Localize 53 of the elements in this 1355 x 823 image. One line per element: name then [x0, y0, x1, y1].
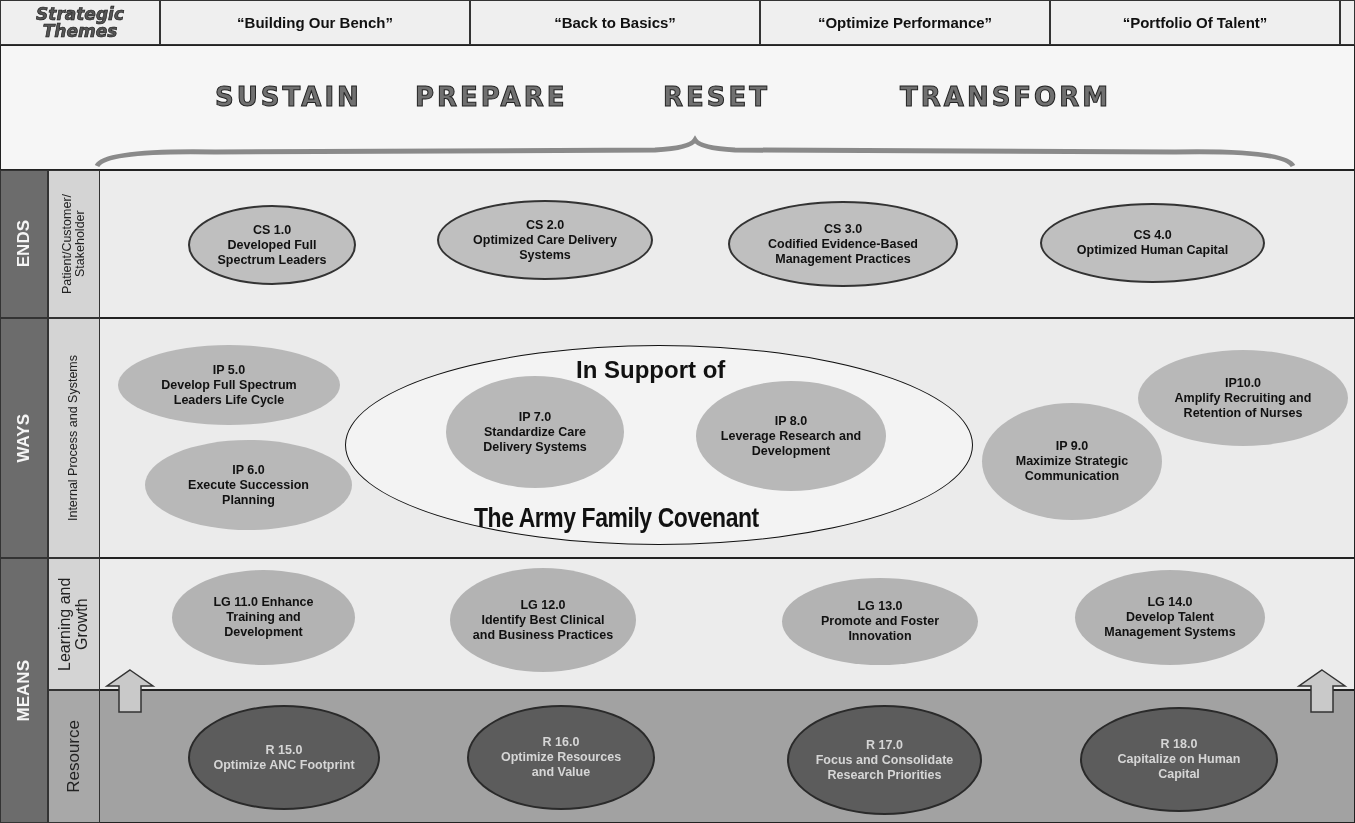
- objective-text: Execute Succession Planning: [187, 477, 310, 508]
- row-label: ENDS: [15, 220, 33, 268]
- objective-code: CS 2.0: [525, 217, 565, 233]
- phase-word: SUSTAIN: [215, 82, 362, 112]
- covenant-title: The Army Family Covenant: [474, 503, 759, 534]
- objective-code: R 18.0: [1160, 737, 1198, 752]
- objective-code: LG 13.0: [857, 599, 903, 614]
- objective-text: Capitalize on Human Capital: [1116, 752, 1242, 782]
- row-label: Internal Process and Systems: [67, 354, 81, 521]
- objective-code: IP10.0: [1224, 375, 1262, 391]
- objective-code: LG 12.0: [520, 597, 566, 613]
- row-label: MEANS: [15, 659, 33, 722]
- objective-code: R 17.0: [866, 737, 903, 753]
- objective-code: R 15.0: [265, 742, 303, 758]
- theme-title: “Optimize Performance”: [817, 14, 993, 31]
- objective-text: Optimize Resources and Value: [499, 750, 623, 780]
- objective-text: Develop Full Spectrum Leaders Life Cycle: [160, 377, 298, 408]
- objective-code: IP 7.0: [518, 409, 552, 425]
- row-label: Learning and Growth: [57, 576, 91, 673]
- objective-text: Develop Talent Management Systems: [1103, 610, 1237, 640]
- objective-code: R 16.0: [542, 735, 580, 750]
- phase-word: TRANSFORM: [900, 82, 1112, 112]
- row-label: Patient/Customer/ Stakeholder: [60, 193, 88, 297]
- objective-text: Optimize ANC Footprint: [213, 757, 355, 773]
- objective-code: LG 14.0: [1147, 595, 1193, 610]
- covenant-heading: In Support of: [576, 356, 726, 384]
- theme-title: “Building Our Bench”: [237, 14, 393, 31]
- objective-code: IP 5.0: [212, 362, 246, 378]
- objective-text: Codified Evidence-Based Management Practices: [766, 236, 919, 267]
- row-label: Resource: [65, 720, 83, 793]
- objective-text: Optimized Care Delivery Systems: [472, 232, 618, 263]
- objective-text: LG 11.0 Enhance Training and Development: [212, 595, 315, 640]
- objective-text: Leverage Research and Development: [719, 428, 863, 459]
- objective-code: IP 9.0: [1055, 439, 1089, 454]
- objective-text: Maximize Strategic Communication: [1014, 454, 1130, 484]
- objective-text: Optimized Human Capital: [1076, 243, 1229, 258]
- objective-code: CS 4.0: [1133, 228, 1172, 243]
- objective-code: CS 3.0: [823, 221, 863, 237]
- phase-word: PREPARE: [415, 82, 568, 112]
- theme-title: “Portfolio Of Talent”: [1122, 14, 1268, 31]
- objective-text: Amplify Recruiting and Retention of Nurses: [1173, 390, 1313, 421]
- theme-title: “Back to Basics”: [554, 14, 676, 31]
- phase-word: RESET: [663, 82, 770, 112]
- header-title: Strategic Themes: [35, 5, 125, 40]
- objective-code: IP 8.0: [774, 413, 808, 429]
- row-label: WAYS: [15, 413, 33, 463]
- objective-text: Identify Best Clinical and Business Practices: [471, 612, 615, 643]
- objective-text: Focus and Consolidate Research Priorities: [814, 752, 955, 783]
- objective-text: Standardize Care Delivery Systems: [482, 424, 588, 455]
- objective-text: Promote and Foster Innovation: [819, 614, 941, 644]
- objective-code: CS 1.0: [252, 222, 292, 238]
- objective-text: Developed Full Spectrum Leaders: [216, 237, 328, 268]
- objective-code: IP 6.0: [232, 462, 265, 478]
